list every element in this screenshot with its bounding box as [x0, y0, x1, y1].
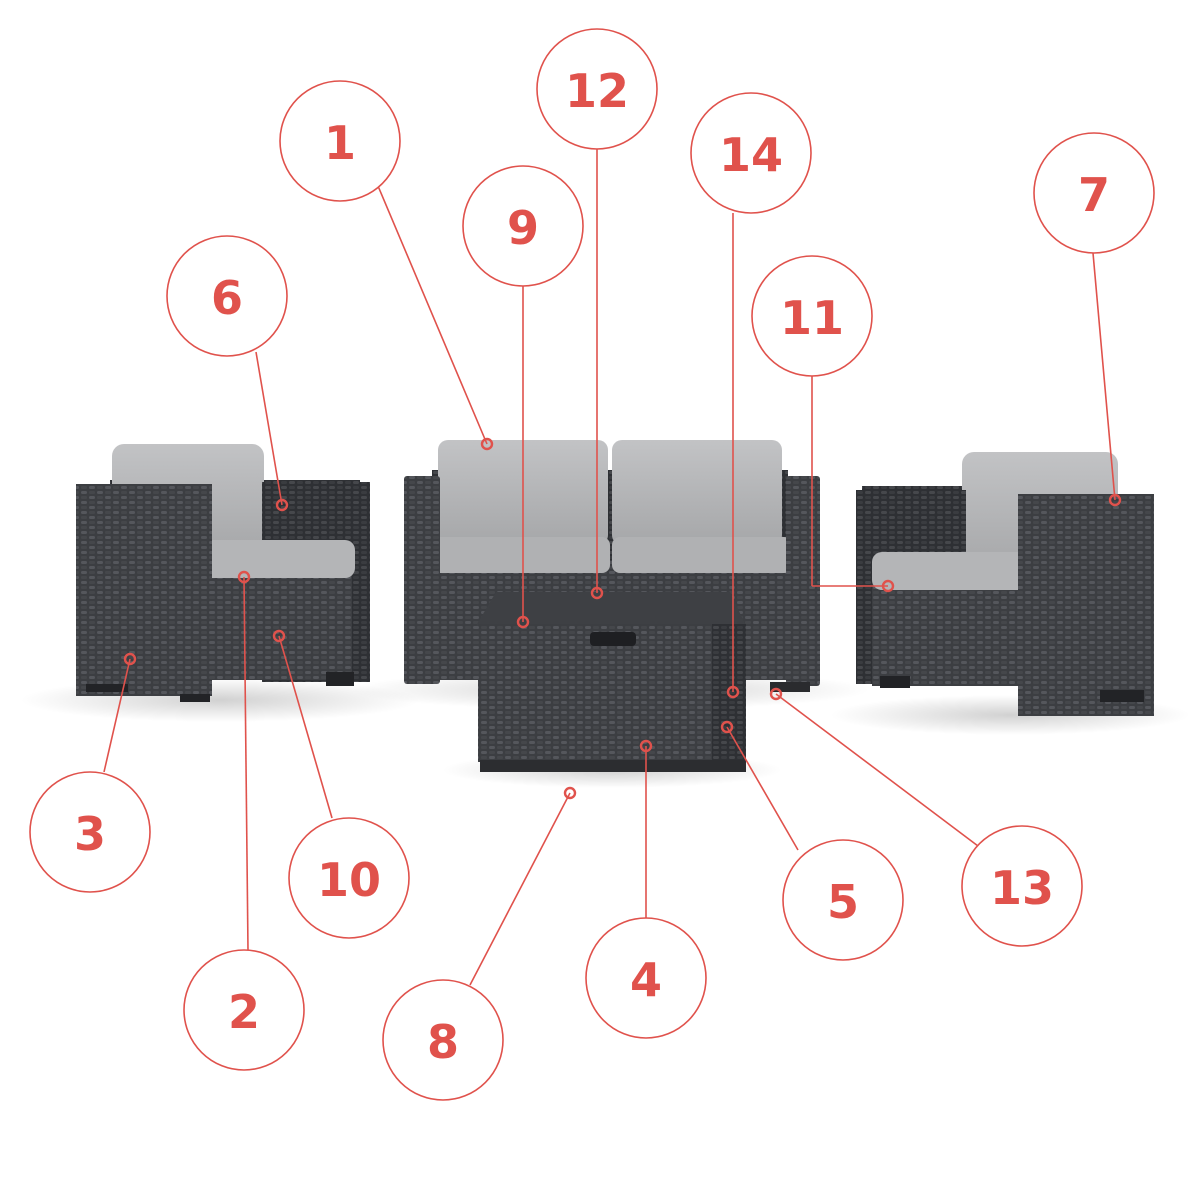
right-armchair-leg [1100, 690, 1144, 702]
left-armchair-leg [326, 672, 354, 686]
callout-circle-7 [1033, 132, 1155, 254]
sofa-arm-left [404, 476, 440, 684]
callout-number-6: 6 [211, 271, 243, 325]
leader-line-1 [377, 185, 488, 445]
callout-circles [29, 28, 1155, 1101]
leader-line-10 [278, 635, 333, 819]
callout-circle-2 [183, 949, 305, 1071]
anchor-dot-8 [563, 786, 577, 800]
callout-circle-5 [782, 839, 904, 961]
callout-number-11: 11 [780, 291, 844, 345]
callout-circle-10 [288, 817, 410, 939]
leader-lines [103, 149, 1116, 986]
anchor-dot-13 [769, 687, 783, 701]
right-armchair-seat-cushion [872, 552, 1032, 590]
anchor-dot-7 [1108, 493, 1122, 507]
anchor-dot-4 [639, 739, 653, 753]
anchor-dot-5 [720, 720, 734, 734]
sofa-back-cushion-right [612, 440, 782, 545]
callout-circle-1 [279, 80, 401, 202]
anchor-dot-6 [275, 498, 289, 512]
callout-number-8: 8 [427, 1015, 459, 1069]
right-armchair-front-panel [872, 582, 1022, 686]
storage-table-base [480, 760, 746, 772]
left-armchair-front-panel [212, 568, 352, 680]
anchor-dot-11 [881, 579, 895, 593]
callout-circle-11 [751, 255, 873, 377]
anchor-dot-2 [237, 570, 251, 584]
callout-number-2: 2 [228, 985, 260, 1039]
anchor-dot-3 [123, 652, 137, 666]
callout-circle-13 [961, 825, 1083, 947]
anchor-dot-14 [726, 685, 740, 699]
left-armchair-seat-cushion [200, 540, 355, 578]
sofa-seat-cushion-right [612, 537, 792, 573]
storage-table-body [478, 624, 746, 762]
callout-circle-4 [585, 917, 707, 1039]
callout-circle-3 [29, 771, 151, 893]
left-armchair-side-panel [76, 484, 212, 696]
leader-line-8 [469, 792, 571, 986]
leader-line-13 [775, 693, 979, 847]
callout-numbers: 1 2 3 4 5 6 7 8 9 10 11 12 13 14 [74, 64, 1110, 1069]
leader-line-3 [103, 658, 131, 773]
callout-number-13: 13 [990, 861, 1054, 915]
anchor-dot-12 [590, 586, 604, 600]
callout-number-14: 14 [719, 128, 783, 182]
anchor-dots [123, 437, 1122, 800]
leader-line-7 [1092, 252, 1116, 501]
callout-number-9: 9 [507, 201, 539, 255]
callout-number-3: 3 [74, 807, 106, 861]
right-armchair-side-panel [1018, 494, 1154, 716]
callout-number-1: 1 [324, 116, 356, 170]
right-armchair-leg [880, 676, 910, 688]
sofa-seat-cushion-left [430, 537, 610, 573]
anchor-dot-1 [480, 437, 494, 451]
left-armchair-leg [86, 684, 128, 692]
sofa-leg [770, 682, 810, 692]
callout-number-10: 10 [317, 853, 381, 907]
callout-number-5: 5 [827, 875, 859, 929]
sofa-arm-right [786, 476, 820, 686]
leader-line-2 [243, 576, 249, 951]
storage-table-handle [590, 632, 636, 646]
anchor-dot-10 [272, 629, 286, 643]
callout-circle-12 [536, 28, 658, 150]
leader-line-6 [255, 351, 283, 506]
anchor-dot-9 [516, 615, 530, 629]
right-armchair [856, 452, 1154, 716]
callout-circle-8 [382, 979, 504, 1101]
callout-circle-14 [690, 92, 812, 214]
storage-table-lid [476, 592, 746, 626]
storage-table [476, 592, 746, 772]
left-armchair-leg [180, 694, 210, 702]
callout-number-7: 7 [1078, 168, 1110, 222]
callout-circle-6 [166, 235, 288, 357]
leader-line-5 [726, 726, 799, 851]
left-armchair [76, 444, 370, 702]
callout-number-4: 4 [630, 953, 662, 1007]
callout-circle-9 [462, 165, 584, 287]
callout-number-12: 12 [565, 64, 629, 118]
